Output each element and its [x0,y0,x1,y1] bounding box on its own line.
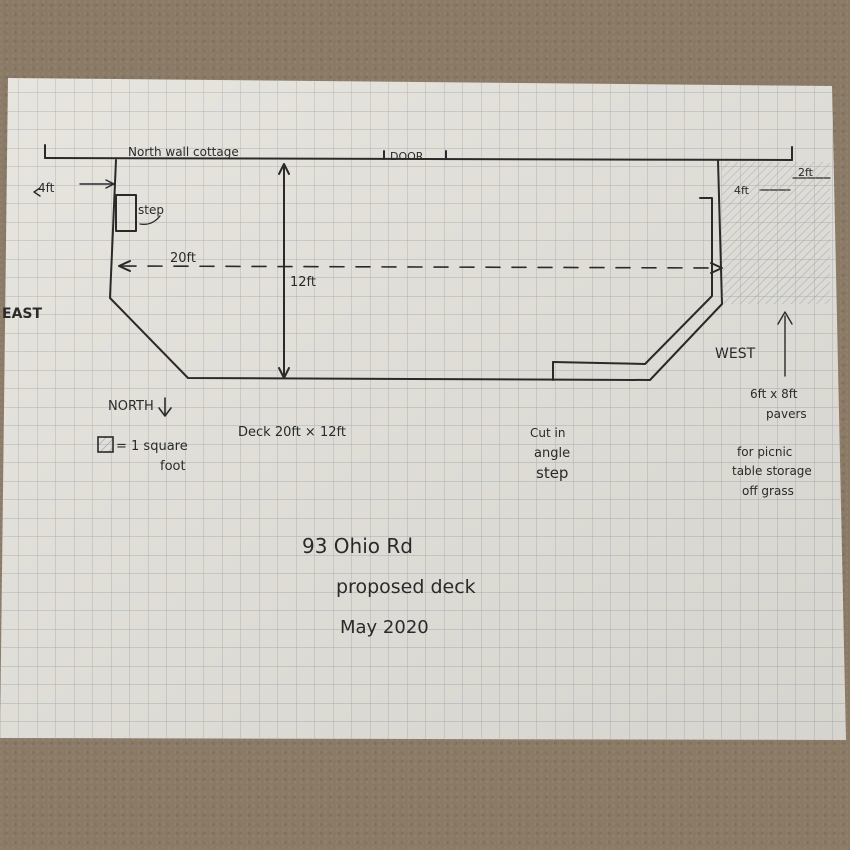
left-offset-arrow [105,179,115,189]
storage-line2: table storage [732,464,812,478]
title-line1: 93 Ohio Rd [302,534,413,558]
title-line3: May 2020 [340,617,429,638]
door-label: DOOR [390,150,424,163]
width-dimension [121,265,721,269]
width-arrow-left [118,260,131,272]
height-label: 12ft [290,275,316,290]
width-label: 20ft [170,251,196,266]
pavers-line1: 6ft x 8ft [750,387,798,401]
storage-line3: off grass [742,484,794,498]
step-note-line2: angle [534,446,570,461]
title-line2: proposed deck [336,576,476,598]
height-arrow-bottom [278,367,290,379]
step-label: step [138,203,164,217]
west-label: WEST [715,346,756,362]
paver-area [722,162,830,304]
north-arrow-head [158,407,172,417]
paver-right-label: 2ft [798,166,814,179]
left-offset-label: 4ft [38,181,55,195]
step-note-line3: step [536,464,568,482]
storage-line1: for picnic [737,445,792,459]
paver-offset-label: 4ft [734,184,750,197]
height-arrow-top [278,163,290,175]
pavers-arrow-head [777,311,793,325]
deck-outline [109,159,723,381]
step-pointer [139,215,161,225]
paper-sheet [0,78,846,740]
east-step-box [115,194,137,232]
east-label: EAST [2,306,42,322]
north-arrow-label: NORTH [108,399,154,414]
north-wall-line [44,157,793,161]
step-note-line1: Cut in [530,426,565,440]
scale-label-line2: foot [160,459,186,474]
pavers-line2: pavers [766,407,807,421]
west-step-line [552,197,713,365]
left-offset-arrow-left [33,187,41,197]
north-wall-label: North wall cottage [128,145,239,159]
scale-square-icon [97,436,114,453]
deck-label: Deck 20ft × 12ft [238,425,346,440]
scale-label-line1: = 1 square [116,439,188,454]
